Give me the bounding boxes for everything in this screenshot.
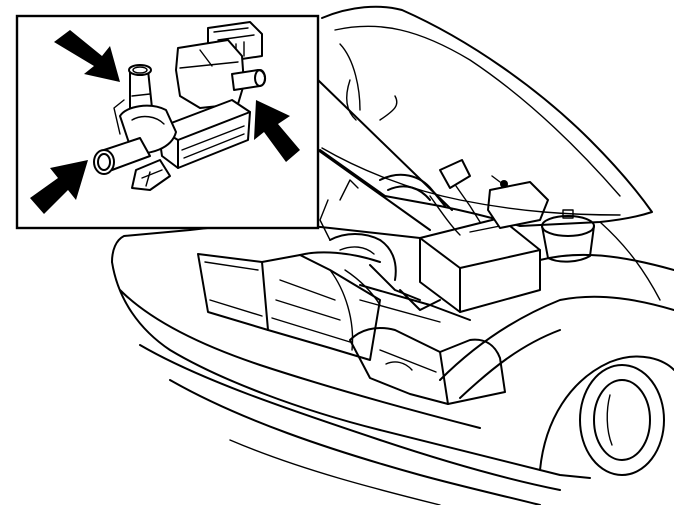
- left-headlight: [197, 253, 269, 331]
- front-bumper: [111, 261, 591, 479]
- arrow-right: [254, 100, 300, 162]
- right-fender: [439, 295, 674, 381]
- arrow-bottom-left: [30, 160, 88, 214]
- callout-lines: [317, 79, 453, 231]
- right-headlight: [349, 327, 449, 405]
- arrow-top-left: [54, 30, 120, 82]
- engine-bay: [189, 147, 621, 323]
- coolant-valve: [93, 21, 266, 191]
- battery: [419, 217, 541, 313]
- inset-detail: [15, 14, 320, 230]
- raised-hood: [319, 5, 653, 227]
- grille: [261, 254, 381, 361]
- coolant-reservoir: [541, 209, 595, 263]
- brake-booster: [487, 175, 549, 229]
- front-wheel: [539, 355, 674, 476]
- corner-lamp: [439, 338, 506, 405]
